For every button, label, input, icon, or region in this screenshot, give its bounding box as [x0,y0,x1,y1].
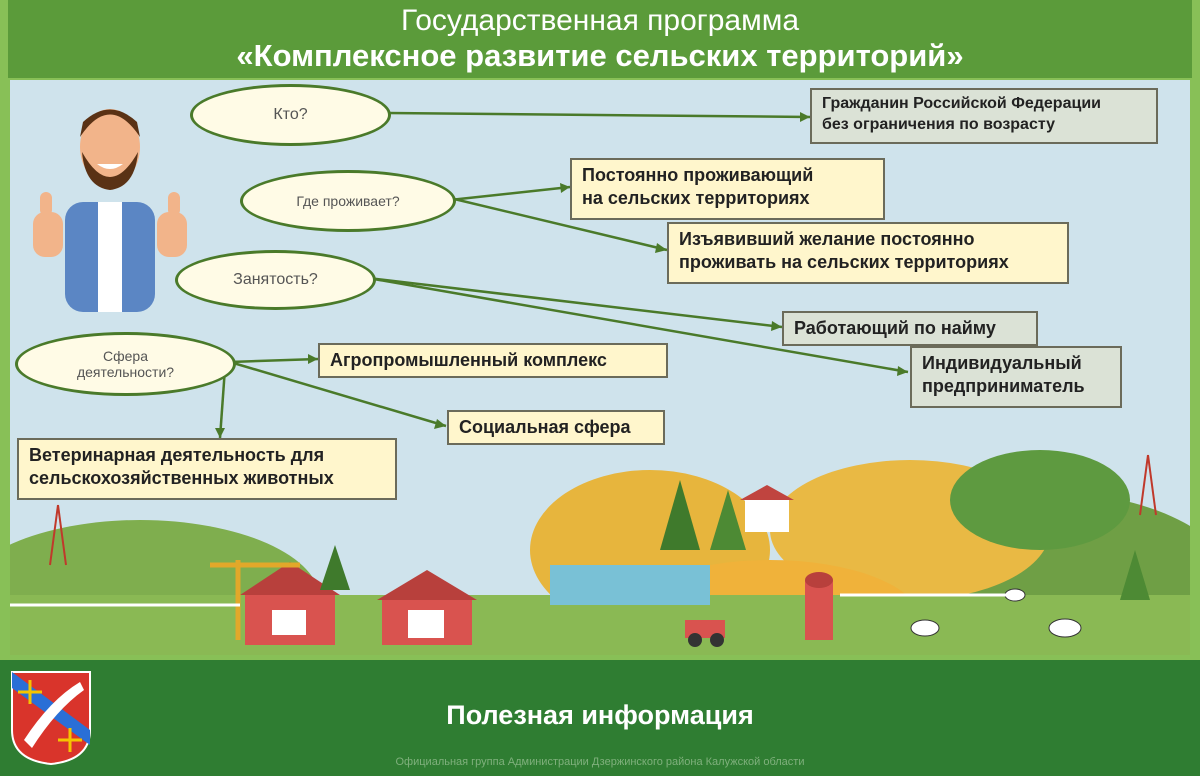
answer-entrepreneur-line-1: Индивидуальный [922,353,1082,373]
footer-subtitle: Официальная группа Администрации Дзержин… [395,756,805,768]
question-employment-oval: Занятость? [175,250,376,310]
answer-entrepreneur-line-2: предприниматель [922,376,1085,397]
answer-intent-line-2: проживать на сельских территориях [679,252,1009,273]
district-coat-of-arms-icon [11,671,91,766]
title-line-1: Государственная программа [400,4,800,37]
tractor [685,620,725,647]
answer-employed-box: Работающий по найму [782,311,1038,346]
question-who-label: Кто? [273,105,308,123]
radio-tower-left [49,504,67,566]
silo [805,572,833,640]
answer-intent-line-1: Изъявивший желание постоянно [679,229,975,249]
answer-agro-box: Агропромышленный комплекс [318,343,668,378]
footer-title: Полезная информация [446,700,754,730]
question-employment-label: Занятость? [233,270,318,288]
answer-resident-line-1: Постоянно проживающий [582,165,814,185]
barn-center [377,570,477,645]
landscape-illustration [10,450,1190,655]
question-sphere-label-1: Сфера [103,347,148,364]
answer-social-label: Социальная сфера [459,417,631,437]
question-where-label: Где проживает? [296,192,400,209]
answer-resident-box: Постоянно проживающий на сельских террит… [570,158,885,220]
title-bar: Государственная программа «Комплексное р… [8,0,1192,78]
answer-intent-box: Изъявивший желание постоянно проживать н… [667,222,1069,284]
crane [210,560,300,640]
answer-vet-line-2: сельскохозяйственных животных [29,468,334,489]
answer-citizen-box: Гражданин Российской Федерации без огран… [810,88,1158,144]
footer-bar [0,660,1200,776]
connector-lines [215,111,909,439]
question-who-oval: Кто? [190,84,391,146]
infographic-frame: Государственная программа «Комплексное р… [0,0,1200,660]
question-where-oval: Где проживает? [240,170,456,232]
title-line-2: «Комплексное развитие сельских территори… [236,38,964,73]
radio-tower-right [1139,454,1157,516]
answer-agro-label: Агропромышленный комплекс [330,350,607,370]
answer-citizen-line-1: Гражданин Российской Федерации [822,95,1101,112]
answer-resident-line-2: на сельских территориях [582,188,810,209]
infographic-scene: Кто? Где проживает? Занятость? Сфера дея… [10,80,1190,655]
answer-vet-box: Ветеринарная деятельность для сельскохоз… [17,438,397,500]
cow [910,619,940,637]
answer-entrepreneur-box: Индивидуальный предприниматель [910,346,1122,408]
barn-left [240,562,340,645]
man-thumbs-up-illustration [33,109,187,312]
answer-vet-line-1: Ветеринарная деятельность для [29,445,325,465]
cow [1048,618,1082,638]
question-sphere-oval: Сфера деятельности? [15,332,236,396]
answer-social-box: Социальная сфера [447,410,665,445]
answer-citizen-line-2: без ограничения по возрасту [822,115,1055,133]
question-sphere-label-2: деятельности? [76,364,175,380]
house-hill [740,485,794,532]
fence [10,593,1010,607]
answer-employed-label: Работающий по найму [794,318,996,338]
